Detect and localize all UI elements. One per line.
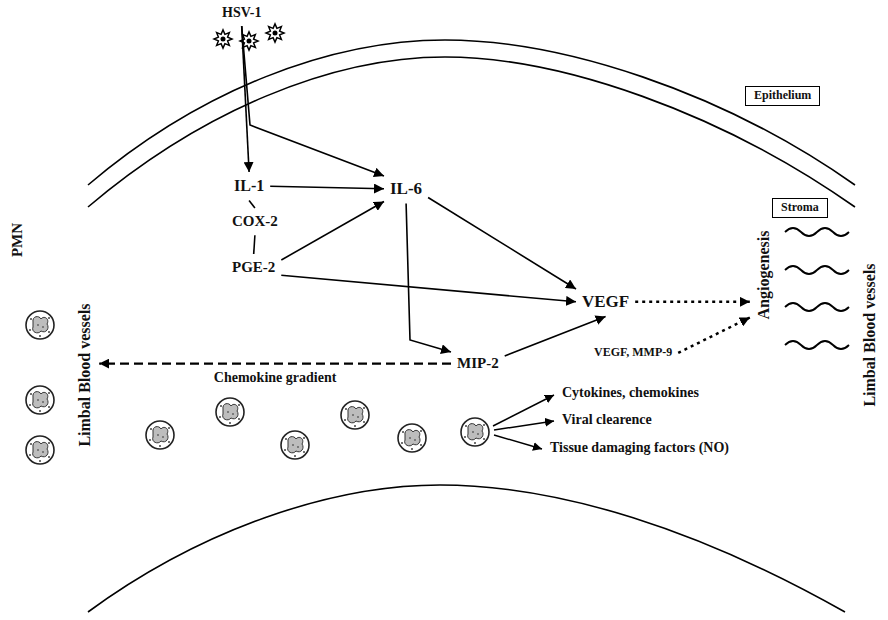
node-text: MIP-2 xyxy=(457,355,499,372)
dashed-arrow xyxy=(678,318,750,353)
mediator-label: MIP-2 xyxy=(455,354,501,373)
node-text: Angiogenesis xyxy=(755,231,773,320)
arrow xyxy=(254,235,255,254)
node-text: PMN xyxy=(9,223,26,257)
node-text: VEGF xyxy=(582,292,629,312)
node-text: VEGF, MMP-9 xyxy=(594,346,672,360)
node-text: Viral clearence xyxy=(562,412,652,428)
virus-particle xyxy=(214,30,232,48)
blood-vessel xyxy=(785,341,849,349)
output-arrow xyxy=(493,395,554,426)
epithelium-line xyxy=(88,40,855,185)
output-arrow xyxy=(494,421,554,430)
pmn-cell xyxy=(26,436,54,464)
arrow xyxy=(281,202,384,261)
pmn-cell xyxy=(146,421,174,449)
node-text: COX-2 xyxy=(232,213,278,230)
mediator-label: VEGF xyxy=(580,291,631,313)
blood-vessel xyxy=(785,228,849,236)
node-text: Stroma xyxy=(781,201,819,215)
mediator-label: COX-2 xyxy=(230,212,280,231)
virus-particle xyxy=(266,24,284,42)
node-text: HSV-1 xyxy=(222,5,261,21)
edge-label: Chemokine gradient xyxy=(212,370,339,386)
pmn-cell xyxy=(216,398,244,426)
effect-label: Viral clearence xyxy=(560,411,654,429)
effect-label: Tissue damaging factors (NO) xyxy=(548,439,731,457)
pmn-cell xyxy=(398,424,426,452)
dashed-arrow xyxy=(635,301,750,304)
layer-box: Epithelium xyxy=(745,86,820,106)
node-text: Limbal Blood vessels xyxy=(76,303,94,446)
arrow xyxy=(281,275,576,302)
blood-vessel xyxy=(785,303,849,311)
process-label: Angiogenesis xyxy=(754,229,774,322)
node-text: Tissue damaging factors (NO) xyxy=(550,440,729,456)
endothelium-line xyxy=(88,485,845,612)
arrow xyxy=(428,198,576,290)
epithelium-line xyxy=(88,57,855,207)
arrow xyxy=(505,317,606,357)
effect-label: Cytokines, chemokines xyxy=(560,384,701,402)
mediator-label: IL-1 xyxy=(232,176,266,196)
vessel-label: Limbal Blood vessels xyxy=(75,301,95,448)
virus-label: HSV-1 xyxy=(220,4,263,22)
vessel-label: Limbal Blood vessels xyxy=(860,261,880,408)
arrow xyxy=(242,26,384,176)
mediator-label: IL-6 xyxy=(388,178,424,200)
dashed-arrow xyxy=(99,363,451,365)
pmn-cell xyxy=(461,418,489,446)
node-text: Epithelium xyxy=(754,89,811,103)
arrow xyxy=(270,186,384,189)
pmn-cell xyxy=(26,386,54,414)
pmn-cell xyxy=(341,401,369,429)
output-arrow xyxy=(494,435,542,449)
arrow xyxy=(406,204,451,353)
node-text: Cytokines, chemokines xyxy=(562,385,699,401)
mediator-label: PGE-2 xyxy=(230,258,277,277)
node-text: Limbal Blood vessels xyxy=(861,263,879,406)
node-text: IL-6 xyxy=(390,179,422,199)
blood-vessel xyxy=(785,266,849,274)
arrow xyxy=(249,200,255,208)
pmn-cell xyxy=(281,431,309,459)
node-text: PGE-2 xyxy=(232,259,275,276)
layer-box: Stroma xyxy=(772,198,828,218)
cell-label: PMN xyxy=(8,221,27,259)
node-text: IL-1 xyxy=(234,177,264,195)
pmn-cell xyxy=(26,311,54,339)
mediator-label: VEGF, MMP-9 xyxy=(592,345,674,361)
